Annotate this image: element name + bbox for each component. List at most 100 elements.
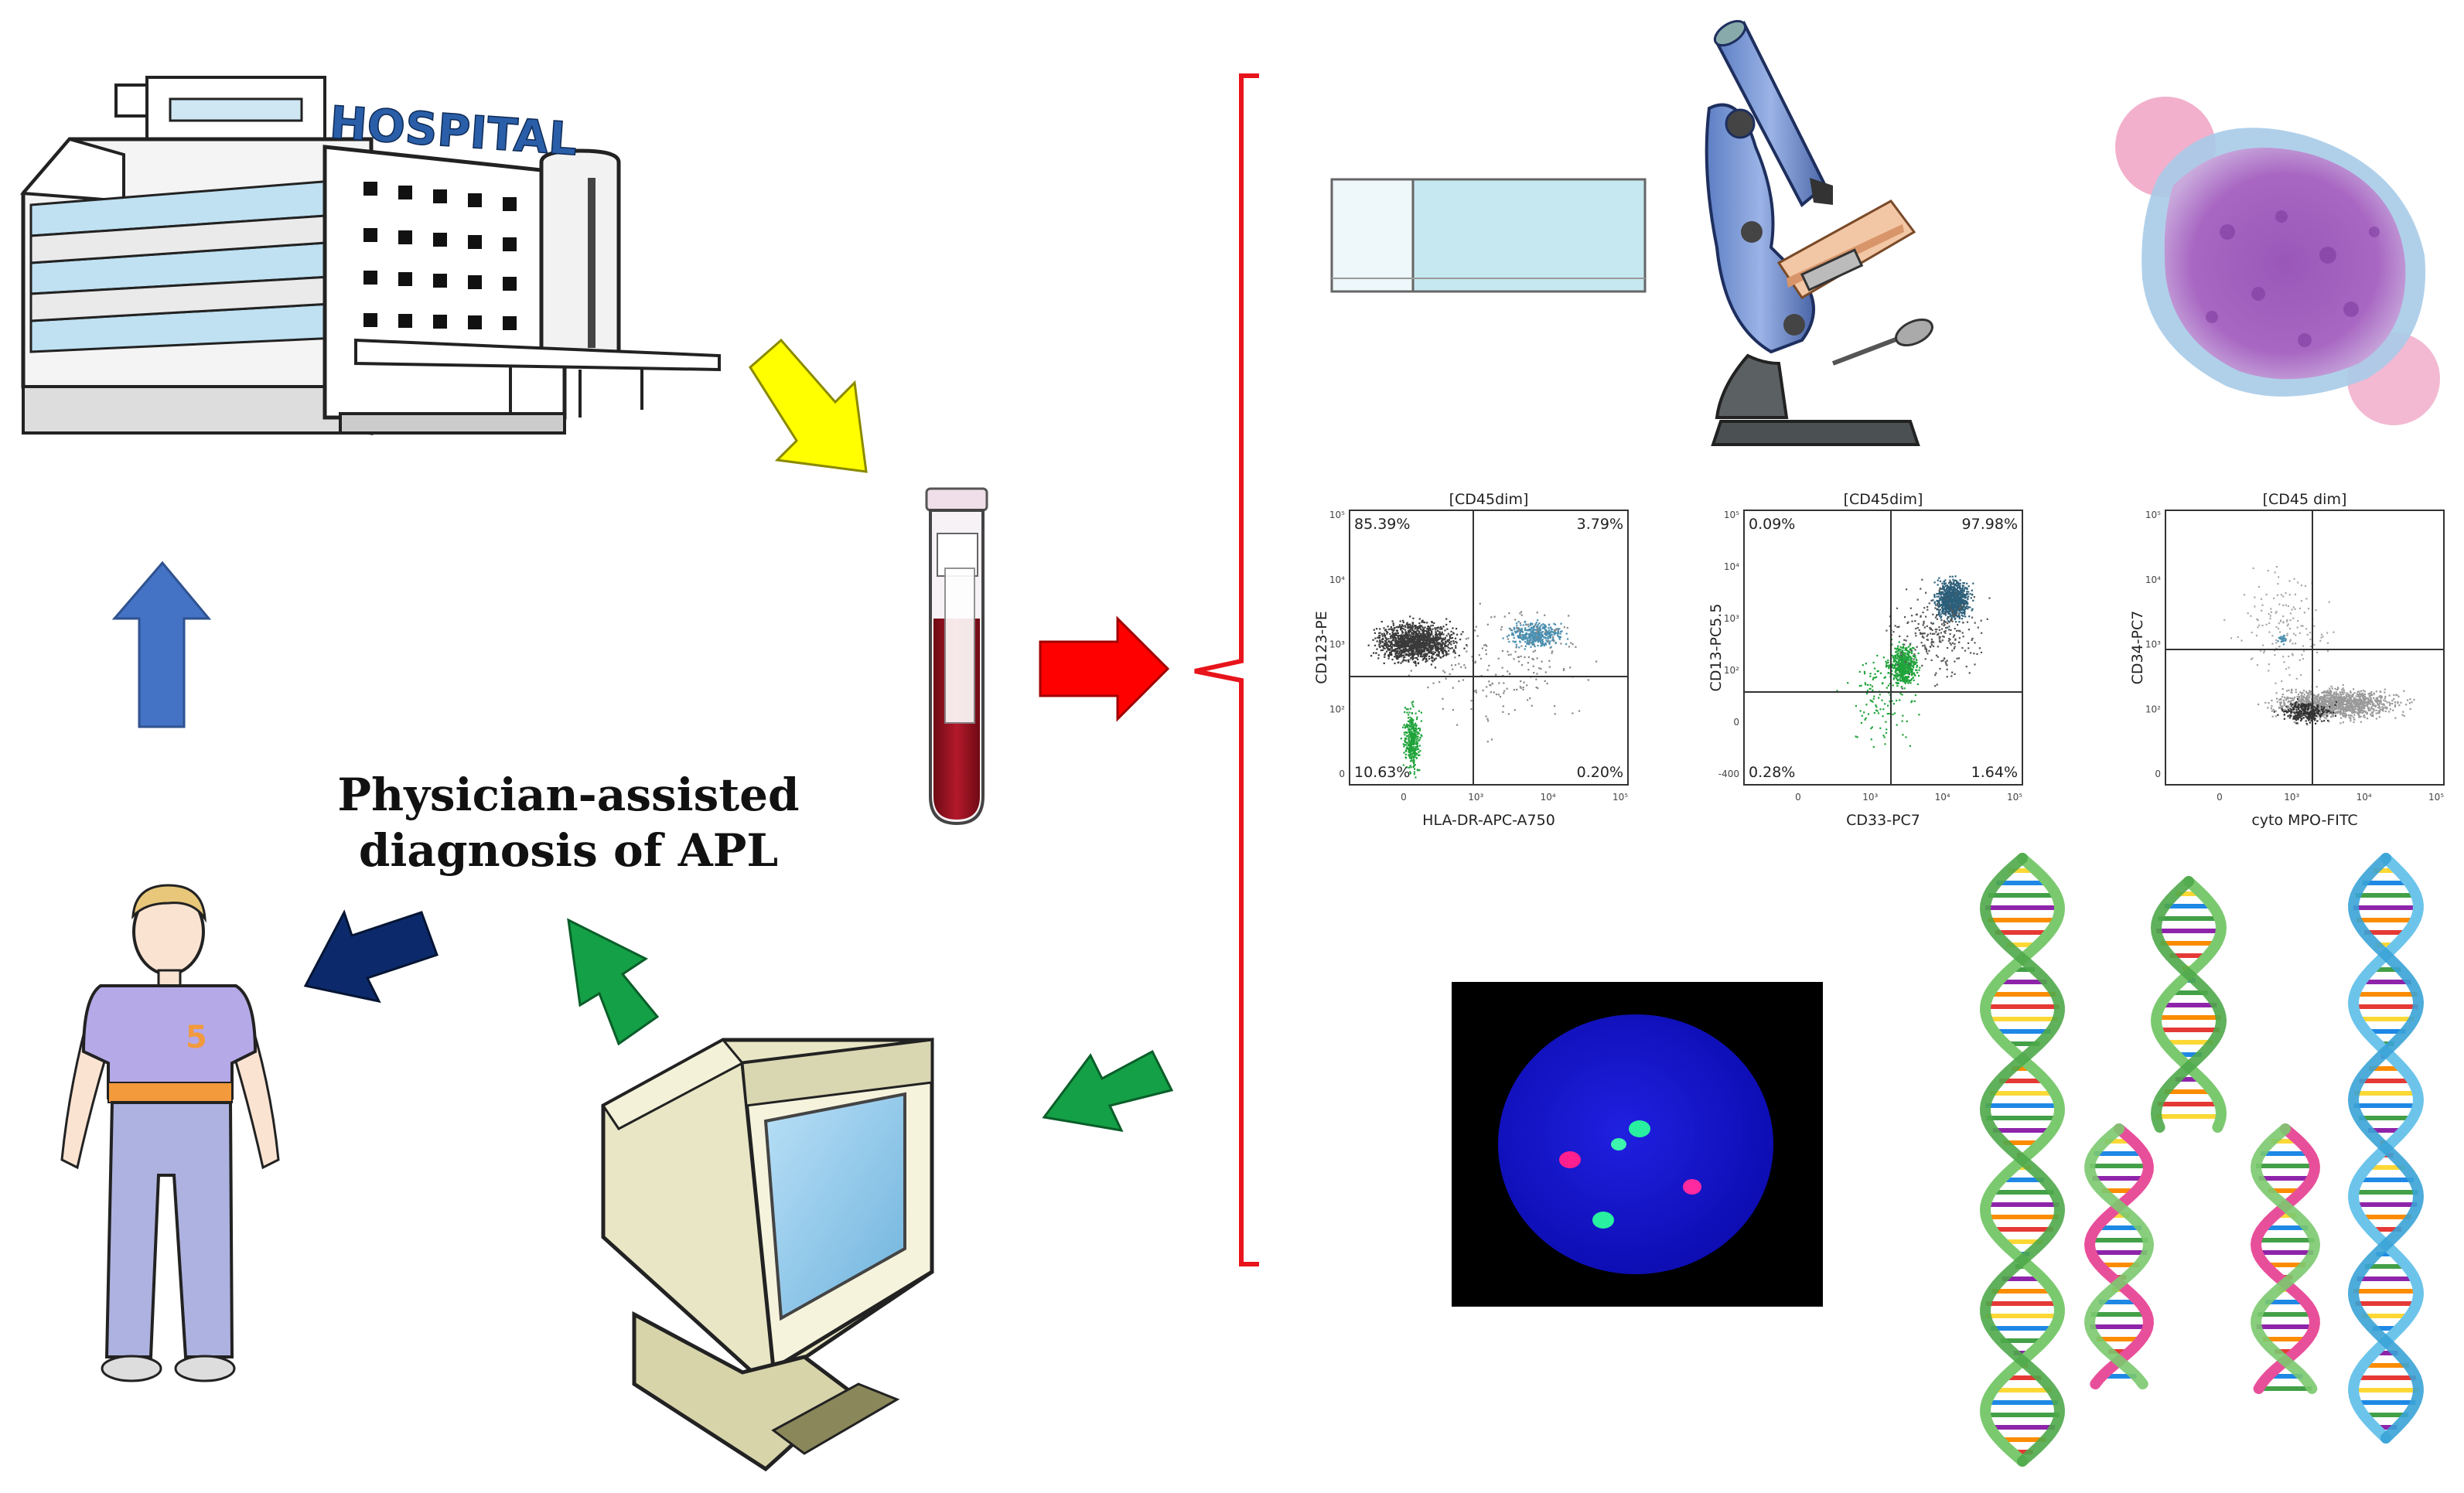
scatter-point [1429,649,1432,651]
scatter-point [1409,730,1411,732]
scatter-point [1901,649,1903,652]
scatter-point [1905,736,1907,738]
scatter-point [1389,633,1391,636]
scatter-point [1431,632,1433,635]
scatter-point [1425,659,1428,661]
scatter-point [1515,631,1517,633]
scatter-point [1957,597,1961,599]
scatter-point [1547,640,1549,643]
scatter-point [1531,635,1533,637]
scatter-point [1875,706,1878,708]
scatter-point [1527,636,1530,639]
scatter-point [1462,679,1465,681]
scatter-point [1411,657,1414,660]
scatter-point [1428,629,1430,632]
scatter-point [1394,656,1396,658]
scatter-point [1911,671,1913,673]
scatter-point [1954,660,1956,663]
scatter-point [1428,646,1431,649]
scatter-point [1412,752,1415,755]
scatter-point [1907,653,1909,656]
scatter-point [1920,615,1922,617]
scatter-point [1428,633,1431,636]
scatter-point [1396,632,1398,634]
scatter-point [2380,703,2383,705]
scatter-point [1411,755,1414,758]
scatter-point [1418,641,1420,643]
scatter-point [2336,706,2338,708]
scatter-point [1964,610,1966,612]
scatter-point [1524,648,1526,650]
scatter-point [1421,625,1423,627]
scatter-point [1385,644,1387,646]
scatter-point [1387,655,1390,658]
scatter-point [1421,636,1424,639]
scatter-point [2378,705,2380,707]
scatter-point [1438,655,1440,657]
scatter-point [2264,701,2267,704]
scatter-point [1947,616,1950,619]
scatter-point [1416,647,1418,650]
scatter-point [1946,660,1948,662]
scatter-point [1531,633,1533,636]
scatter-point [1926,653,1929,655]
scatter-point [1438,638,1440,640]
scatter-point [1964,612,1966,615]
scatter-point [1907,662,1909,664]
scatter-point [1553,640,1555,643]
scatter-point [1396,650,1398,653]
scatter-point [1923,632,1925,635]
scatter-point [1402,651,1404,653]
scatter-point [2324,699,2327,701]
scatter-point [2307,694,2309,697]
scatter-point [1433,658,1436,660]
scatter-point [1414,637,1416,639]
scatter-point [1908,680,1910,682]
scatter-point [1402,619,1404,622]
scatter-point [1568,646,1570,648]
scatter-point [1395,654,1398,656]
scatter-point [2319,707,2322,709]
scatter-point [1947,611,1950,614]
scatter-point [1435,629,1437,631]
scatter-point [1903,639,1906,641]
scatter-point [2283,704,2285,707]
scatter-point [1384,640,1387,643]
scatter-point [1905,672,1907,674]
scatter-point [1415,731,1417,733]
scatter-point [1410,639,1412,641]
scatter-point [1939,604,1941,606]
scatter-point [1419,736,1421,739]
scatter-point [1956,588,1958,590]
scatter-point [1531,643,1534,645]
scatter-point [1421,629,1424,632]
scatter-point [2366,713,2368,715]
scatter-point [1541,631,1544,633]
scatter-point [1432,639,1434,641]
scatter-point [1937,613,1940,616]
scatter-point [2334,696,2336,698]
scatter-point [1896,607,1899,609]
scatter-point [1408,639,1411,641]
scatter-point [1530,639,1532,641]
scatter-point [1395,634,1398,636]
scatter-point [1391,631,1394,633]
scatter-point [1936,629,1938,631]
scatter-point [1507,670,1509,673]
scatter-point [1456,633,1459,636]
scatter-point [1408,627,1410,629]
scatter-point [2350,694,2353,697]
scatter-point [1398,656,1400,659]
scatter-point [1947,595,1950,597]
scatter-point [1381,649,1384,651]
scatter-point [1466,644,1468,646]
scatter-point [1886,728,1888,731]
scatter-point [1502,711,1504,713]
scatter-point [2335,699,2337,701]
scatter-point [2374,706,2377,708]
scatter-point [1498,682,1500,684]
scatter-point [1448,649,1450,652]
scatter-point [1537,687,1539,690]
scatter-point [1909,671,1911,673]
scatter-point [2302,690,2305,692]
